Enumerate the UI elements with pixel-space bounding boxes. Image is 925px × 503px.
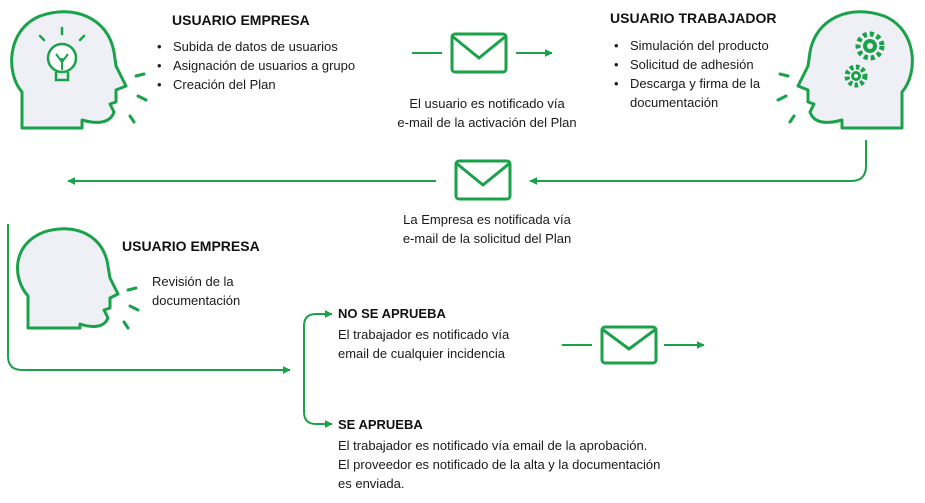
- company-top-tasks: Subida de datos de usuarios Asignación d…: [153, 37, 355, 94]
- outcome-line: El trabajador es notificado vía: [338, 327, 510, 342]
- notification-line: e-mail de la activación del Plan: [397, 115, 577, 130]
- connector-arrow: [529, 140, 867, 185]
- outcome-line: es enviada.: [338, 476, 405, 491]
- branch-arrow-no-aprueba: [303, 310, 333, 412]
- head-lightbulb-icon: [10, 10, 148, 130]
- notification-line: La Empresa es notificada vía: [403, 212, 571, 227]
- list-item: Descarga y firma de la: [610, 74, 769, 93]
- task-line: Revisión de la: [152, 274, 234, 289]
- approved-text: El trabajador es notificado vía email de…: [338, 436, 660, 493]
- list-item: Simulación del producto: [610, 36, 769, 55]
- notification-line: e-mail de la solicitud del Plan: [402, 231, 572, 246]
- notification-worker: El usuario es notificado vía e-mail de l…: [372, 94, 602, 132]
- connector-arrow: [7, 224, 291, 374]
- outcome-line: email de cualquier incidencia: [338, 346, 505, 361]
- list-item: Creación del Plan: [153, 75, 355, 94]
- outcome-line: El proveedor es notificado de la alta y …: [338, 457, 661, 472]
- envelope-icon: [454, 159, 512, 201]
- notification-line: El usuario es notificado vía: [409, 96, 565, 111]
- list-item: Subida de datos de usuarios: [153, 37, 355, 56]
- worker-title: USUARIO TRABAJADOR: [610, 10, 777, 26]
- company-top-title: USUARIO EMPRESA: [172, 12, 310, 28]
- not-approved-text: El trabajador es notificado vía email de…: [338, 325, 509, 363]
- company-review-title: USUARIO EMPRESA: [122, 238, 260, 254]
- company-review-task: Revisión de la documentación: [152, 272, 240, 310]
- head-gears-icon: [776, 10, 914, 130]
- outcome-line: El trabajador es notificado vía email de…: [338, 438, 648, 453]
- envelope-icon: [450, 32, 508, 74]
- notification-company: La Empresa es notificada vía e-mail de l…: [372, 210, 602, 248]
- list-item-continuation: documentación: [630, 95, 719, 110]
- list-item: Solicitud de adhesión: [610, 55, 769, 74]
- list-item: Asignación de usuarios a grupo: [153, 56, 355, 75]
- head-profile-icon: [16, 227, 140, 330]
- task-line: documentación: [152, 293, 241, 308]
- approved-title: SE APRUEBA: [338, 417, 423, 432]
- not-approved-title: NO SE APRUEBA: [338, 306, 446, 321]
- worker-tasks: Simulación del producto Solicitud de adh…: [610, 36, 769, 112]
- envelope-icon: [600, 325, 658, 365]
- branch-arrow-aprueba: [303, 370, 333, 428]
